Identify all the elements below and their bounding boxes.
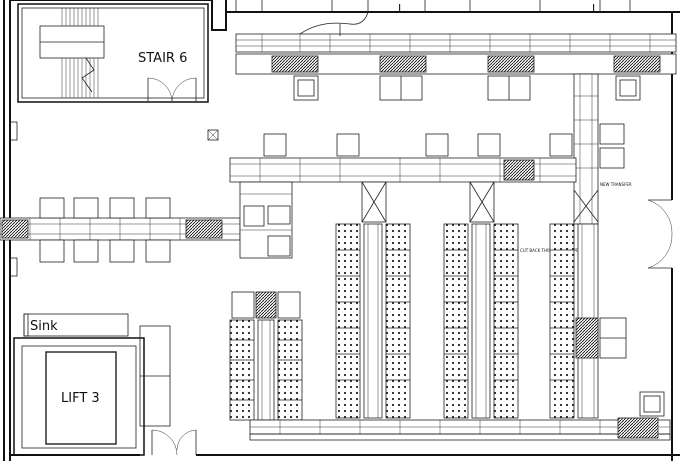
sink-label: Sink	[30, 319, 58, 334]
right-vertical-conveyor: NEW TRANSFER	[573, 73, 632, 225]
note-transfer: NEW TRANSFER	[600, 182, 632, 187]
column-marker: I	[398, 2, 401, 15]
rack-bank-2	[335, 181, 411, 419]
stair-6: STAIR 6	[17, 3, 209, 103]
stair-label: STAIR 6	[138, 51, 187, 66]
middle-conveyor	[207, 129, 577, 183]
left-conveyor	[0, 181, 293, 263]
bottom-conveyor	[249, 391, 671, 441]
rack-bank-4	[549, 223, 627, 419]
rack-bank-3: CUT BACK THIS 1 METRE APPROX	[443, 181, 587, 419]
lift-3-area: Sink LIFT 3	[13, 313, 197, 456]
rack-bank-1	[229, 291, 303, 421]
top-conveyor	[235, 11, 677, 101]
column-marker: I	[592, 2, 595, 15]
lift-label: LIFT 3	[61, 391, 100, 406]
right-door	[647, 199, 673, 269]
building-walls: I I	[3, 0, 680, 461]
